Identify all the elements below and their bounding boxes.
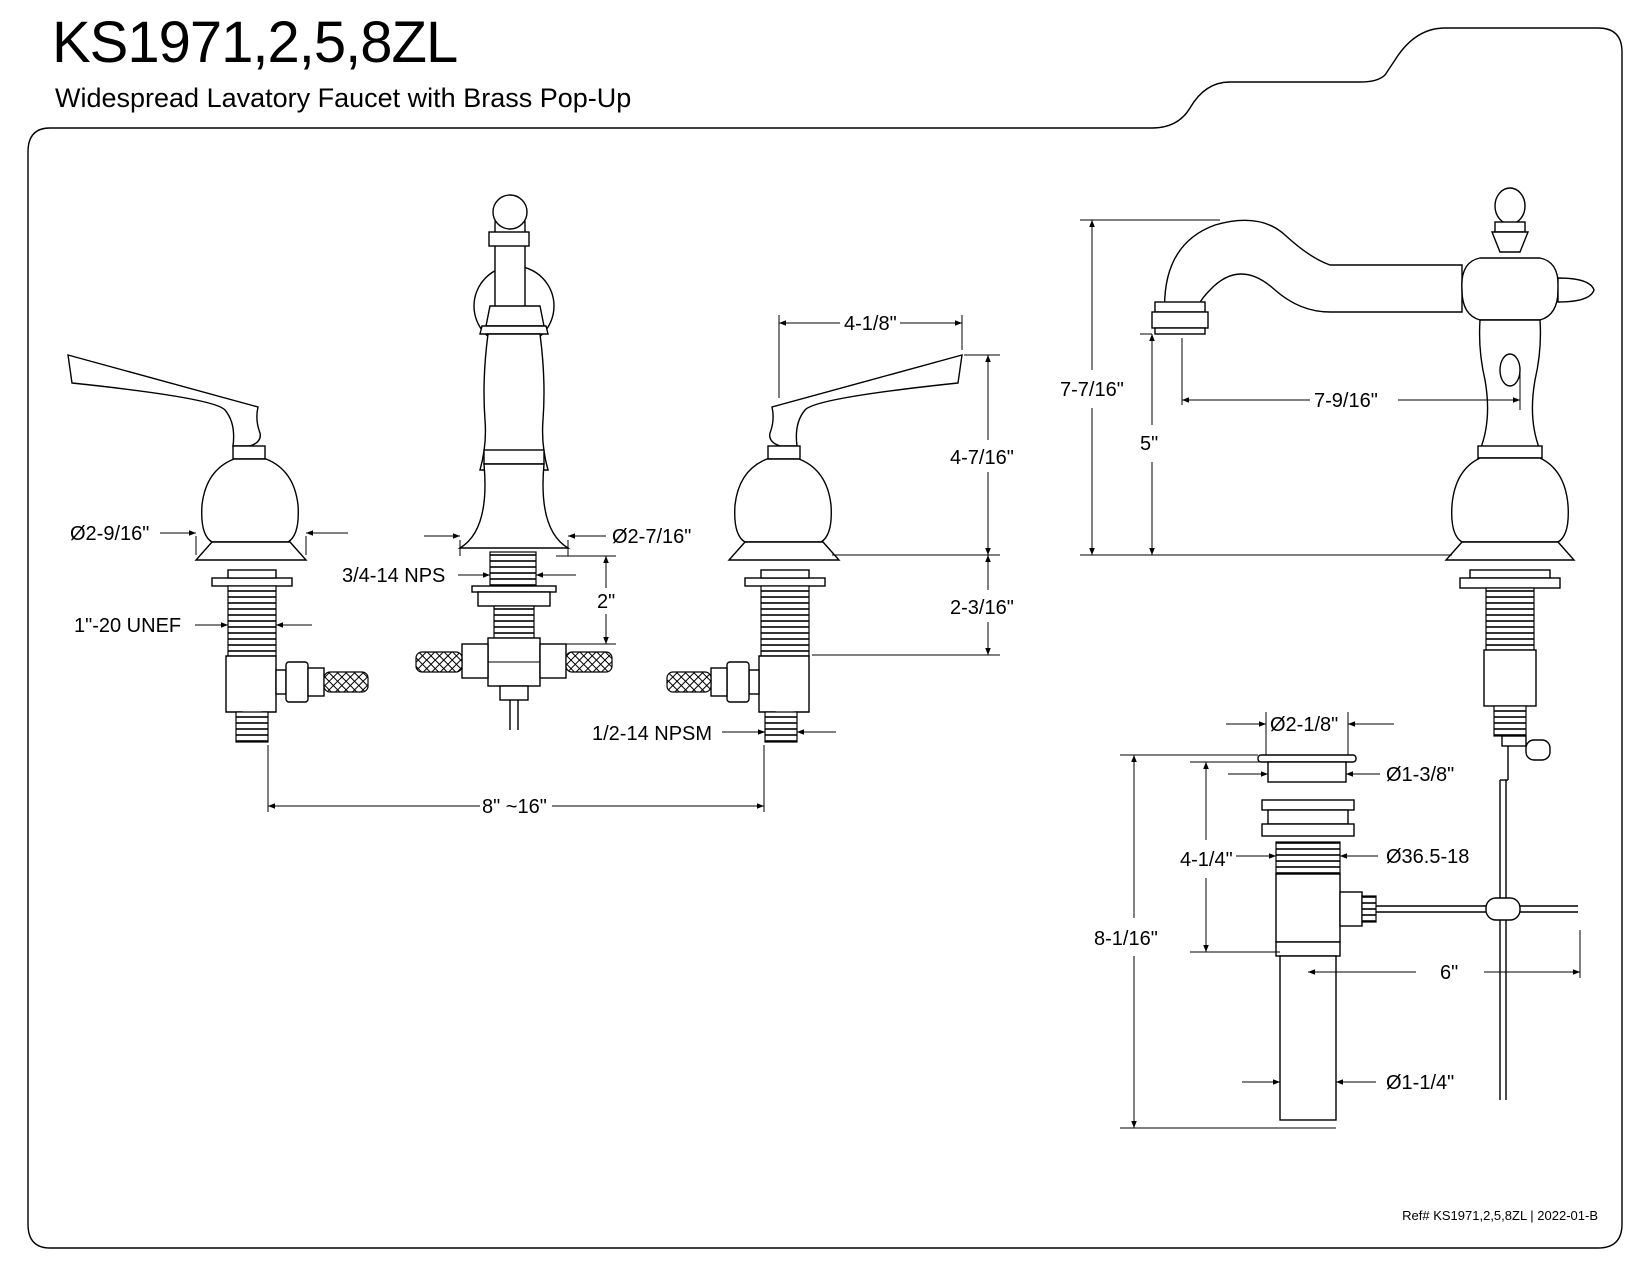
dim-inlet-thread: 1/2-14 NPSM xyxy=(592,723,712,745)
dim-spout-shank-length: 2" xyxy=(597,591,615,613)
dim-spout-flange-dia: Ø2-7/16" xyxy=(612,526,691,548)
dim-popup-overall-length: 8-1/16" xyxy=(1094,928,1158,950)
dim-handle-flange-dia: Ø2-9/16" xyxy=(70,523,149,545)
dim-handle-width: 4-1/8" xyxy=(844,313,897,335)
right-handle-assembly xyxy=(666,354,963,743)
dim-popup-flange-dia: Ø2-1/8" xyxy=(1270,714,1338,736)
dim-spout-reach: 7-9/16" xyxy=(1314,390,1378,412)
left-handle-assembly xyxy=(67,354,369,743)
dimension-labels: Ø2-9/16" 1"-20 UNEF 3/4-14 NPS Ø2-7/16" … xyxy=(70,313,1469,1094)
product-description: Widespread Lavatory Faucet with Brass Po… xyxy=(55,83,632,113)
dim-handle-shank-thread: 1"-20 UNEF xyxy=(74,615,181,637)
dim-overall-height: 7-7/16" xyxy=(1060,379,1124,401)
dim-tailpiece-dia: Ø1-1/4" xyxy=(1386,1072,1454,1094)
dim-rod-length: 6" xyxy=(1440,962,1458,984)
pop-up-drain xyxy=(1257,754,1578,1121)
center-spout-front xyxy=(415,194,613,730)
drawing-border xyxy=(27,27,1623,1249)
dim-popup-thread: Ø36.5-18 xyxy=(1386,846,1469,868)
dim-center-spread: 8" ~16" xyxy=(482,796,547,818)
dimension-lines xyxy=(160,219,1581,1129)
dim-popup-upper-length: 4-1/4" xyxy=(1180,849,1233,871)
model-number: KS1971,2,5,8ZL xyxy=(52,10,458,75)
drawing-reference: Ref# KS1971,2,5,8ZL | 2022-01-B xyxy=(1402,1208,1598,1223)
dim-spout-height: 5" xyxy=(1140,433,1158,455)
dim-handle-height: 4-7/16" xyxy=(950,447,1014,469)
side-view-spout xyxy=(1151,187,1595,1100)
dim-popup-cap-dia: Ø1-3/8" xyxy=(1386,764,1454,786)
dim-spout-shank-thread: 3/4-14 NPS xyxy=(342,565,445,587)
dim-shank-length: 2-3/16" xyxy=(950,597,1014,619)
